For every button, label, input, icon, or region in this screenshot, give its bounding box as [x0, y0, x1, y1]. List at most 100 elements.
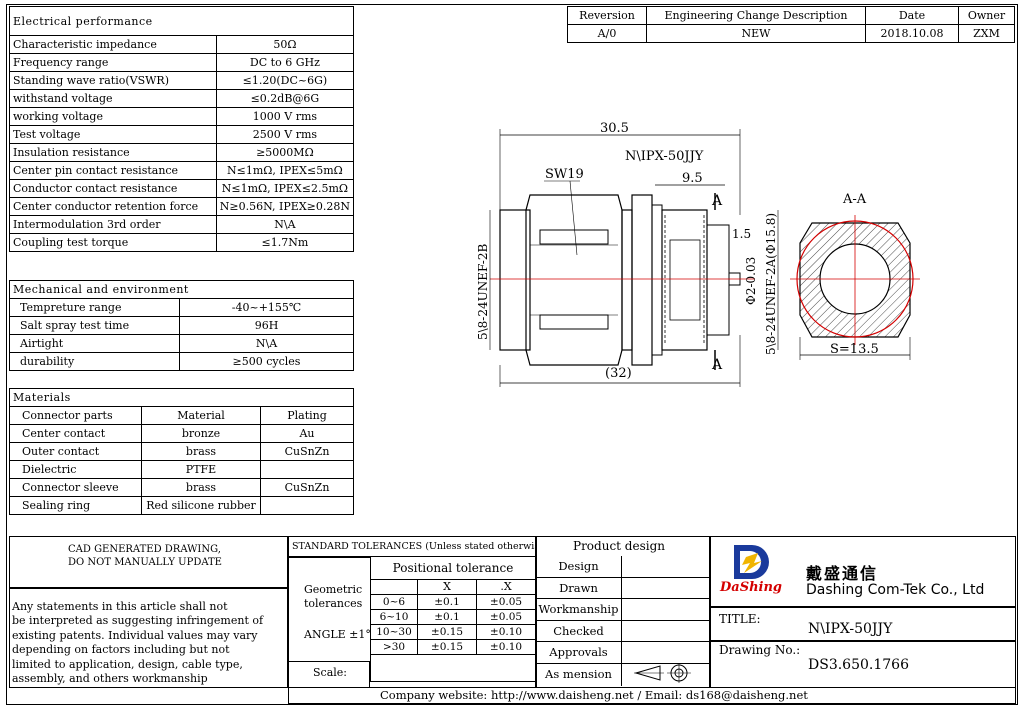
materials-table: Materials Connector parts Material Plati…	[9, 388, 354, 515]
electrical-value: DC to 6 GHz	[215, 53, 355, 72]
dim-sw-text: SW19	[545, 167, 584, 182]
std-tol-title: STANDARD TOLERANCES (Unless stated other…	[292, 541, 549, 552]
material-name: PTFE	[141, 460, 261, 479]
disclaimer-line: be interpreted as suggesting infringemen…	[12, 614, 264, 628]
geometric-label: Geometric	[304, 583, 363, 596]
material-part: Dielectric	[9, 460, 142, 479]
mechanical-value: 96H	[179, 316, 354, 335]
electrical-value: 1000 V rms	[215, 107, 355, 126]
electrical-param: Coupling test torque	[9, 233, 217, 252]
materials-header-material: Material	[141, 406, 261, 425]
sheet-frame	[6, 4, 1018, 705]
mechanical-value: ≥500 cycles	[179, 352, 354, 371]
role-label: Checked	[536, 620, 622, 642]
dim-95-text: 9.5	[682, 171, 703, 186]
flange	[631, 194, 653, 366]
rev-header-date: Date	[865, 6, 959, 25]
mechanical-title: Mechanical and environment	[9, 280, 354, 299]
electrical-param: Conductor contact resistance	[9, 179, 217, 198]
company-name: Dashing Com-Tek Co., Ltd	[806, 582, 985, 598]
tolerance-dx: ±0.10	[476, 639, 536, 655]
mechanical-param: Salt spray test time	[9, 316, 180, 335]
disclaimer-text: Any statements in this article shall not…	[12, 600, 263, 686]
rev-cell-description: NEW	[646, 24, 866, 43]
material-part: Outer contact	[9, 442, 142, 461]
material-plating: Au	[260, 424, 354, 443]
product-design-title: Product design	[573, 539, 665, 553]
positional-header: Positional tolerance	[370, 556, 536, 580]
role-row: Checked	[536, 620, 710, 643]
material-plating: CuSnZn	[260, 442, 354, 461]
brand-logo-icon	[734, 545, 769, 579]
electrical-param: Frequency range	[9, 53, 217, 72]
electrical-param: withstand voltage	[9, 89, 217, 108]
electrical-value: ≥5000MΩ	[215, 143, 355, 162]
tolerance-x: ±0.15	[417, 639, 477, 655]
electrical-param: Center conductor retention force	[9, 197, 217, 216]
electrical-param: Test voltage	[9, 125, 217, 144]
dim-total-paren-text: (32)	[605, 366, 632, 381]
role-label: Approvals	[536, 642, 622, 663]
material-plating	[260, 460, 354, 479]
electrical-value: ≤1.20(DC~6G)	[215, 71, 355, 90]
electrical-table: Electrical performance Characteristic im…	[9, 6, 355, 252]
rev-header-description: Engineering Change Description	[646, 6, 866, 25]
mechanical-value: -40~+155℃	[179, 298, 354, 317]
projection-symbol	[634, 663, 691, 683]
scale-label: Scale:	[313, 666, 347, 679]
tolerance-row: 6~10±0.1±0.05	[370, 609, 536, 625]
material-part: Center contact	[9, 424, 142, 443]
electrical-row: Standing wave ratio(VSWR)≤1.20(DC~6G)	[9, 71, 355, 90]
rev-cell-reversion: A/0	[567, 24, 647, 43]
mechanical-param: durability	[9, 352, 180, 371]
tolerance-dx: ±0.05	[476, 594, 536, 610]
disclaimer-box	[9, 588, 288, 688]
electrical-param: Intermodulation 3rd order	[9, 215, 217, 234]
electrical-value: 2500 V rms	[215, 125, 355, 144]
role-label: Drawn	[536, 577, 622, 599]
tolerance-range: 0~6	[370, 594, 418, 610]
tolerance-row: 0~6±0.1±0.05	[370, 594, 536, 610]
disclaimer-line: depending on factors including but not	[12, 643, 230, 657]
rev-cell-date: 2018.10.08	[865, 24, 959, 43]
electrical-value: ≤0.2dB@6G	[215, 89, 355, 108]
material-part: Sealing ring	[9, 496, 142, 515]
materials-title: Materials	[9, 388, 354, 407]
tolerance-row: >30±0.15±0.10	[370, 639, 536, 655]
col-dx: .X	[476, 579, 536, 595]
role-row: Approvals	[536, 642, 710, 664]
electrical-title: Electrical performance	[9, 6, 354, 36]
material-part: Connector sleeve	[9, 478, 142, 497]
brand-cn: 戴盛通信	[806, 564, 879, 583]
material-name: brass	[141, 478, 261, 497]
cad-line2: DO NOT MANUALLY UPDATE	[68, 557, 222, 568]
role-row: As mension	[536, 663, 710, 686]
disclaimer-line: limited to application, design, cable ty…	[12, 657, 243, 671]
col-x: X	[417, 579, 477, 595]
disclaimer-line: assembly, and others workmanship	[12, 672, 208, 686]
electrical-row: withstand voltage≤0.2dB@6G	[9, 89, 355, 108]
drawing-no-value: DS3.650.1766	[808, 657, 909, 673]
tolerances-label: tolerances	[304, 597, 363, 610]
thread-right-text: 5\8-24UNEF-2A(Φ15.8)	[764, 213, 778, 355]
thread-cylinder	[499, 209, 531, 351]
dim-pin-text: Φ2-0.03	[744, 257, 758, 305]
thread-left-text: 5\8-24UNEF-2B	[476, 244, 490, 340]
role-row: Workmanship	[536, 599, 710, 621]
tolerance-row: 10~30±0.15±0.10	[370, 624, 536, 640]
materials-header-plating: Plating	[260, 406, 354, 425]
material-plating	[260, 496, 354, 515]
brand-logo-text: DaShing	[720, 580, 783, 595]
mechanical-table: Mechanical and environment Tempreture ra…	[9, 280, 354, 371]
tolerance-x: ±0.15	[417, 624, 477, 640]
